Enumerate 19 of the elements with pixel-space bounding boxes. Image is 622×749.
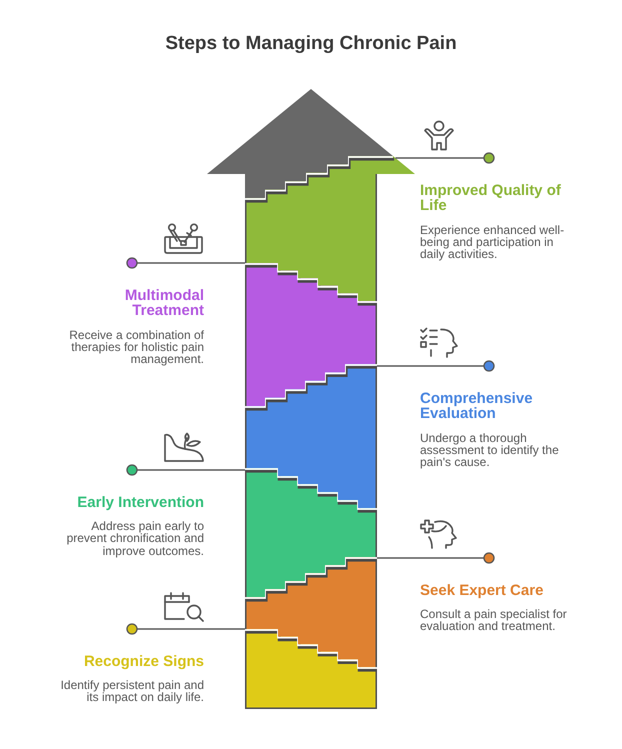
step-heading: Comprehensive Evaluation	[420, 390, 534, 422]
step-heading: Multimodal Treatment	[124, 288, 204, 318]
step-description: Undergo a thorough assessment to identify the pain's cause.	[420, 432, 560, 469]
step-description: Receive a combination of therapies for holistic pain management.	[68, 328, 204, 366]
step-description: Experience enhanced well-being and participation in daily activities.	[420, 224, 565, 261]
leader-line	[395, 152, 495, 164]
leader-line	[377, 360, 495, 372]
step-heading: Seek Expert Care	[420, 582, 544, 598]
leader-line	[126, 464, 245, 476]
step-description: Identify persistent pain and its impact on daily life.	[60, 679, 204, 704]
leader-line	[377, 552, 495, 564]
step-heading: Recognize Signs	[83, 654, 204, 669]
diagram-title: Steps to Managing Chronic Pain	[165, 32, 457, 56]
step-heading: Early Intervention	[76, 494, 204, 510]
step-heading: Improved Quality of Life	[420, 182, 562, 214]
leader-line	[126, 623, 245, 635]
step-description: Consult a pain specialist for evaluation and treatment.	[420, 608, 568, 633]
step-description: Address pain early to prevent chronification and improve outcomes.	[66, 520, 204, 558]
leader-line	[126, 257, 245, 269]
